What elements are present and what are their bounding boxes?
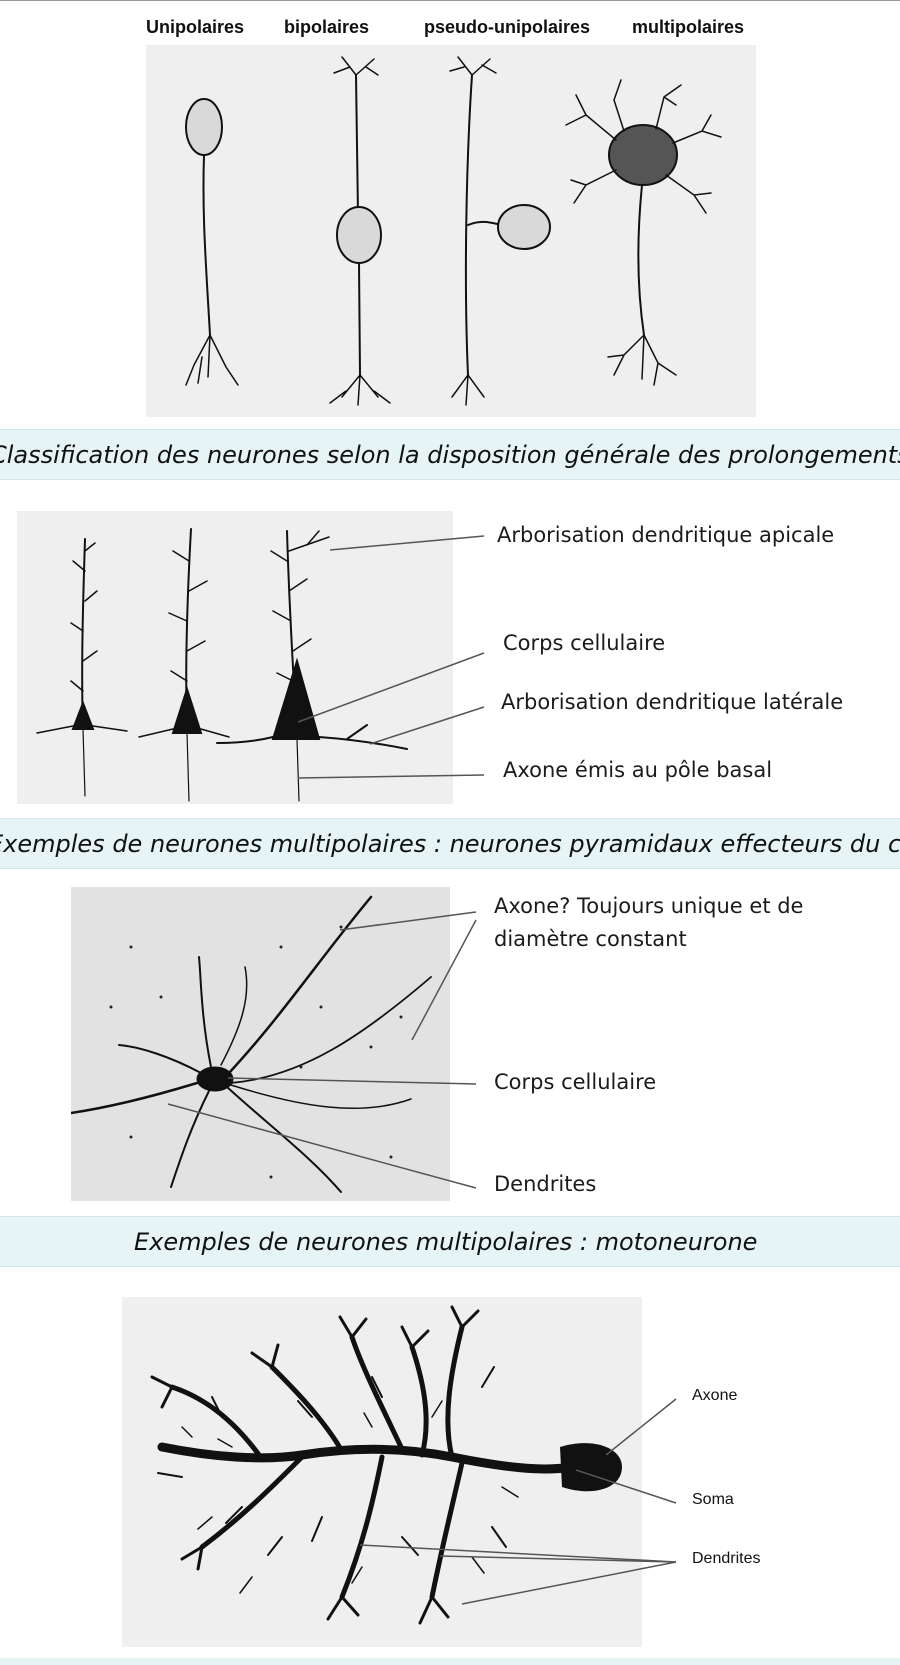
top-divider (0, 0, 900, 1)
caption-classification: Classification des neurones selon la dis… (0, 429, 900, 480)
header-unipolaires: Unipolaires (146, 17, 245, 37)
header-pseudo-unipolaires: pseudo-unipolaires (424, 17, 591, 37)
label-laterale: Arborisation dendritique latérale (501, 690, 844, 714)
motoneuron-soma (196, 1066, 234, 1092)
label-corps-cellulaire-moto: Corps cellulaire (494, 1070, 657, 1094)
label-axone-purkinje: Axone (692, 1387, 738, 1404)
neuron-classification-figure (146, 45, 756, 417)
purkinje-like-figure (122, 1297, 642, 1647)
bottom-caption-strip (0, 1658, 900, 1665)
pyramidal-neurons-figure (17, 511, 453, 804)
label-dendrites-purkinje: Dendrites (692, 1550, 761, 1567)
caption-motoneurone: Exemples de neurones multipolaires : mot… (0, 1216, 900, 1267)
pyramidal-soma (271, 657, 321, 740)
header-bipolaires: bipolaires (284, 17, 370, 37)
label-axone-question: Axone? Toujours unique et de (494, 894, 804, 918)
label-apical: Arborisation dendritique apicale (497, 523, 835, 547)
caption-pyramidaux: Exemples de neurones multipolaires : neu… (0, 818, 900, 869)
label-dendrites-moto: Dendrites (494, 1172, 597, 1196)
label-soma: Soma (692, 1491, 734, 1508)
pseudo-unipolar-soma (497, 204, 551, 250)
label-corps: Corps cellulaire (503, 631, 666, 655)
label-axone-diametre: diamètre constant (494, 927, 687, 951)
label-axone-basal: Axone émis au pôle basal (503, 758, 773, 782)
header-multipolaires: multipolaires (632, 17, 745, 37)
motoneuron-figure (71, 887, 450, 1201)
